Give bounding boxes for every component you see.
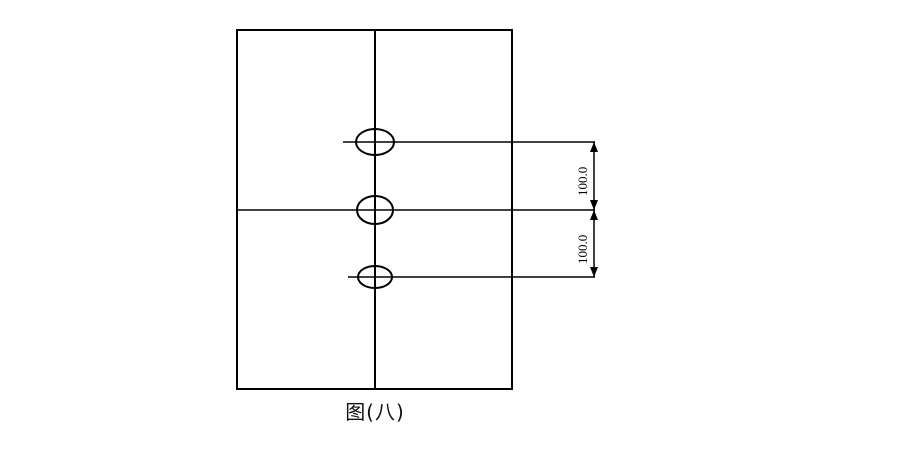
hole-top	[343, 128, 595, 156]
hole-middle	[356, 195, 394, 225]
figure-caption: 图(八)	[345, 400, 405, 424]
hole-bottom	[348, 265, 595, 289]
dimension-label-upper: 100.0	[575, 167, 590, 196]
dimension-arrows	[590, 142, 598, 277]
dimension-label-lower: 100.0	[575, 235, 590, 264]
